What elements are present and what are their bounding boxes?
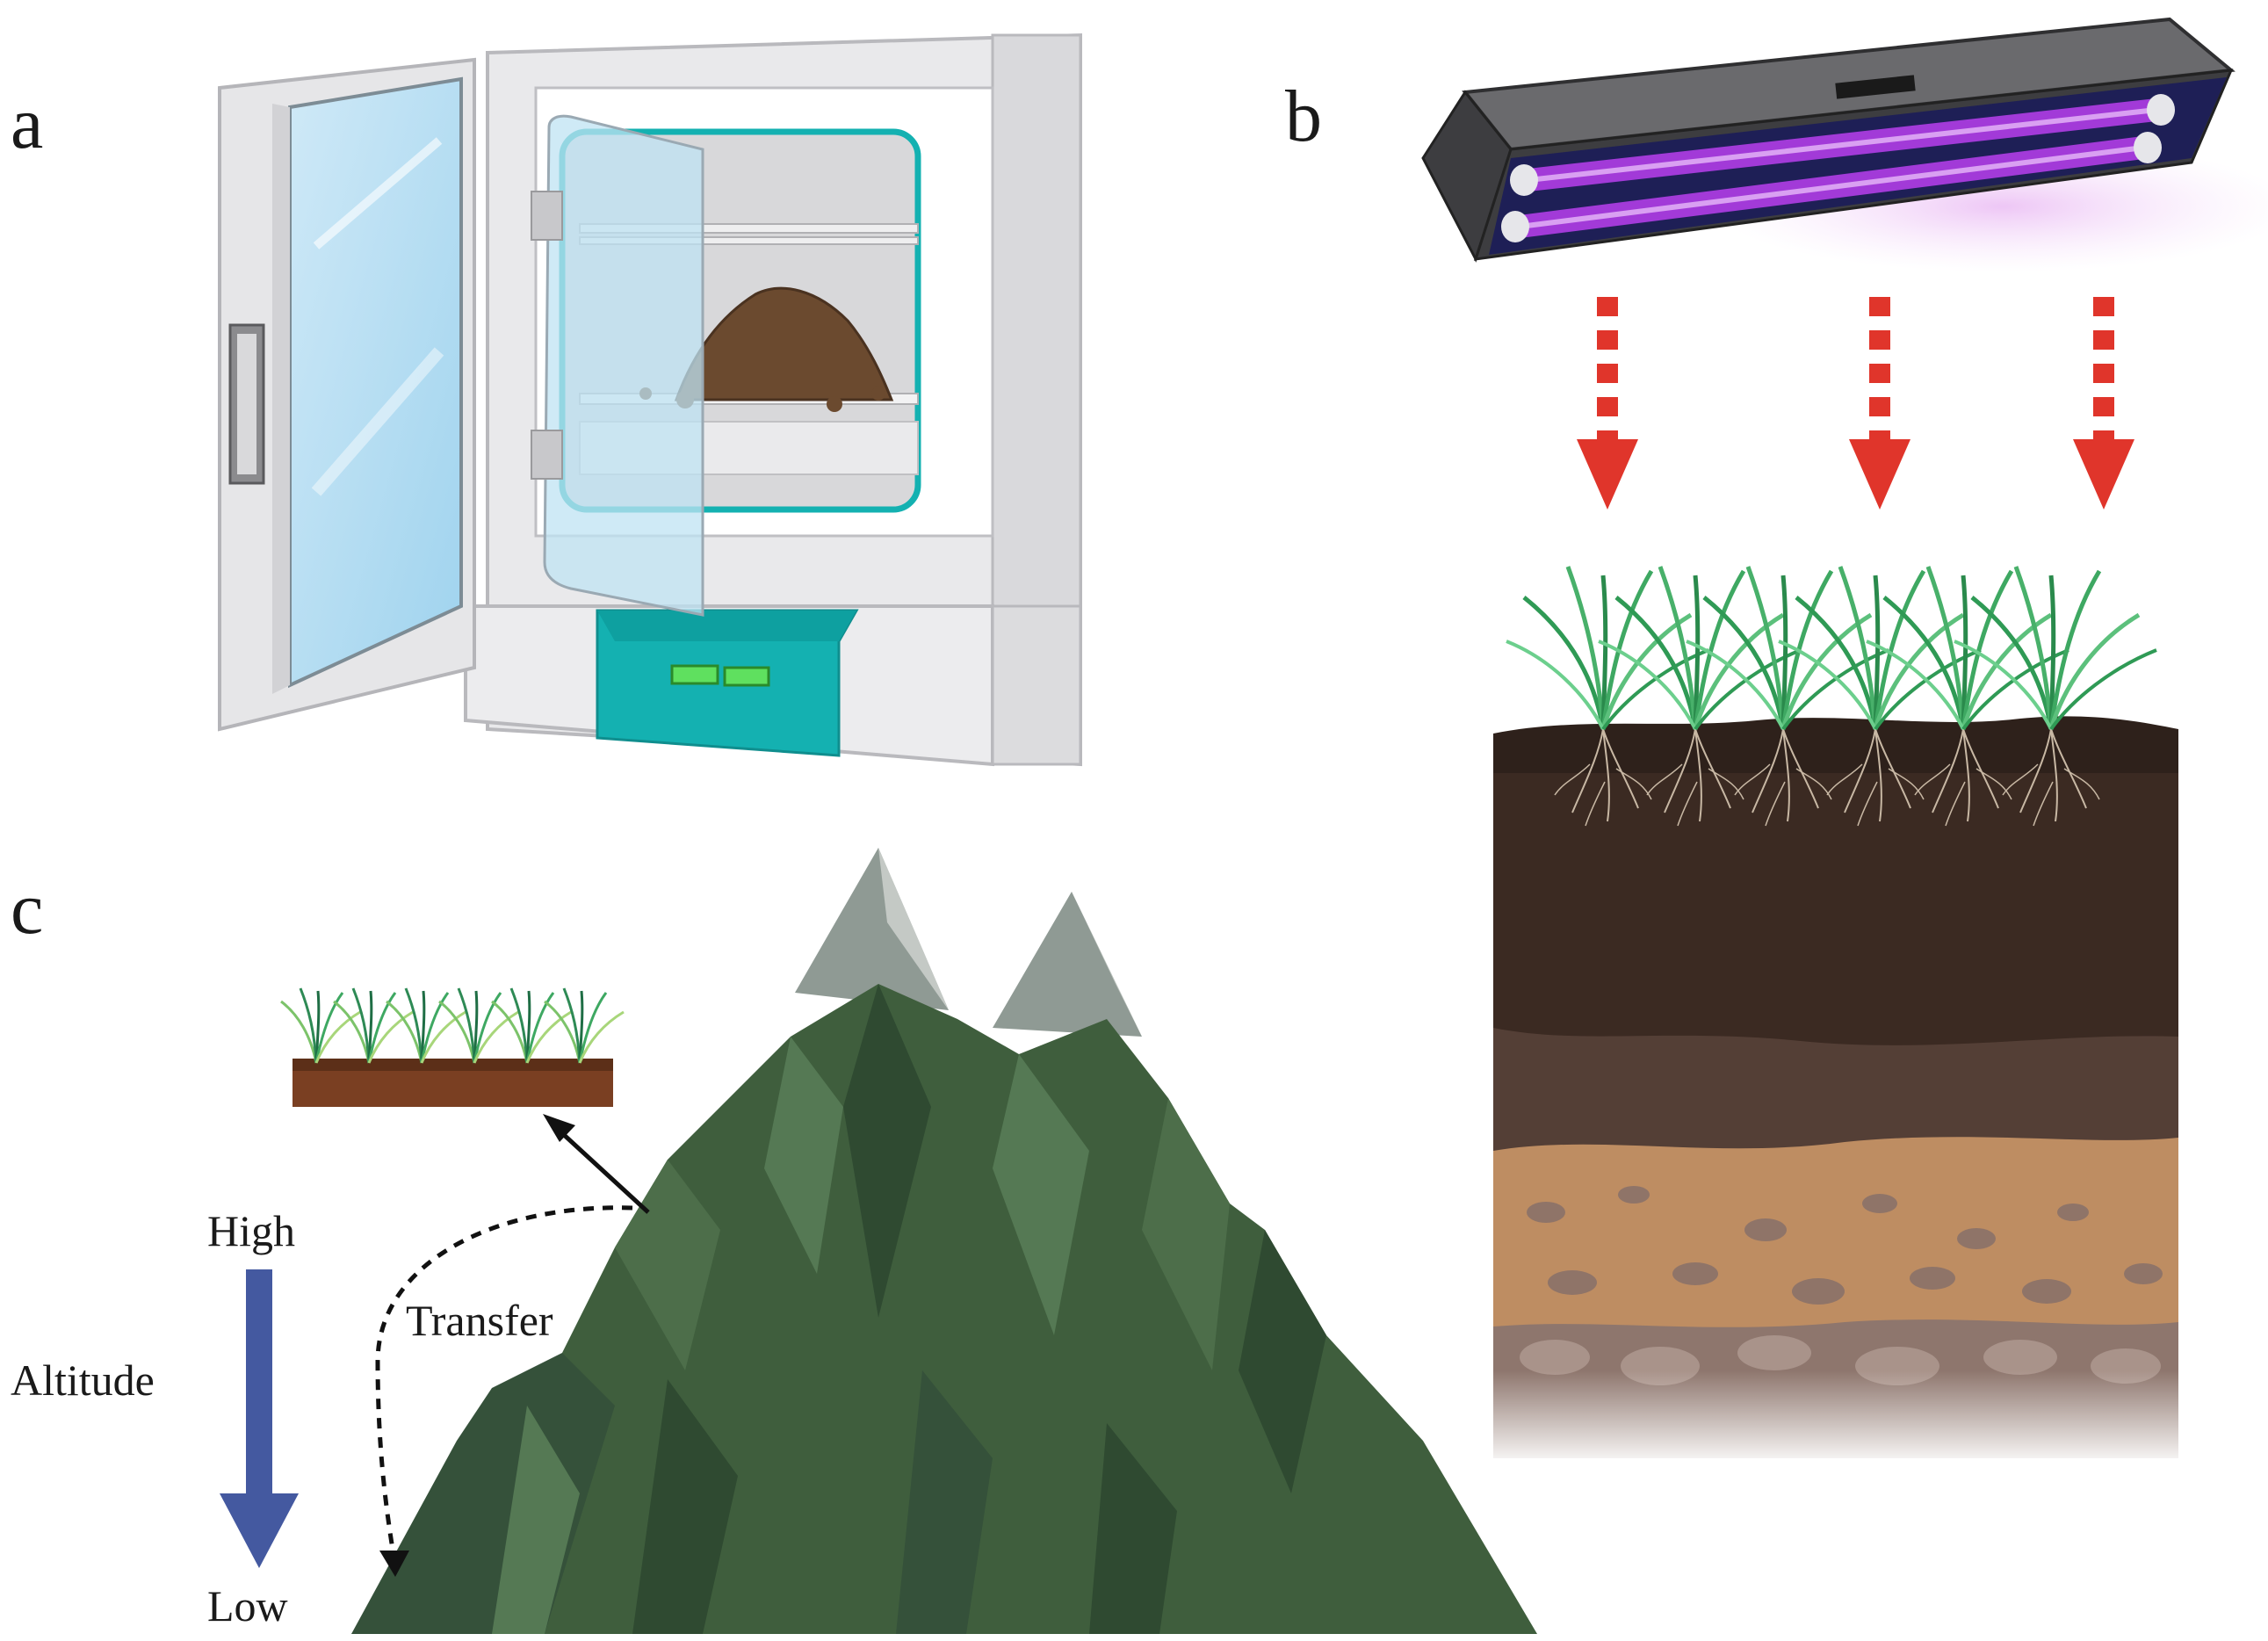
panel-label-a: a [11,83,43,164]
soil-profile-with-grass-icon [1484,567,2187,1467]
uv-arrow-left [1577,297,1638,510]
transfer-arrow [375,1205,633,1577]
low-label: Low [207,1581,288,1630]
altitude-label: Altitude [11,1355,155,1405]
high-label: High [207,1206,295,1255]
uv-arrow-right [2073,297,2134,510]
uv-arrows [1577,297,2134,510]
incubator-with-soil-icon [218,33,1082,767]
transfer-label: Transfer [406,1296,553,1345]
panel-label-b: b [1285,76,1322,157]
grass-patch-icon [279,987,625,1107]
uv-arrow-middle [1849,297,1910,510]
altitude-arrow [220,1269,299,1568]
uv-lamp-icon [1421,17,2268,272]
mountain-icon [351,848,1537,1634]
panel-label-c: c [11,868,43,950]
sample-arrow [543,1114,650,1214]
